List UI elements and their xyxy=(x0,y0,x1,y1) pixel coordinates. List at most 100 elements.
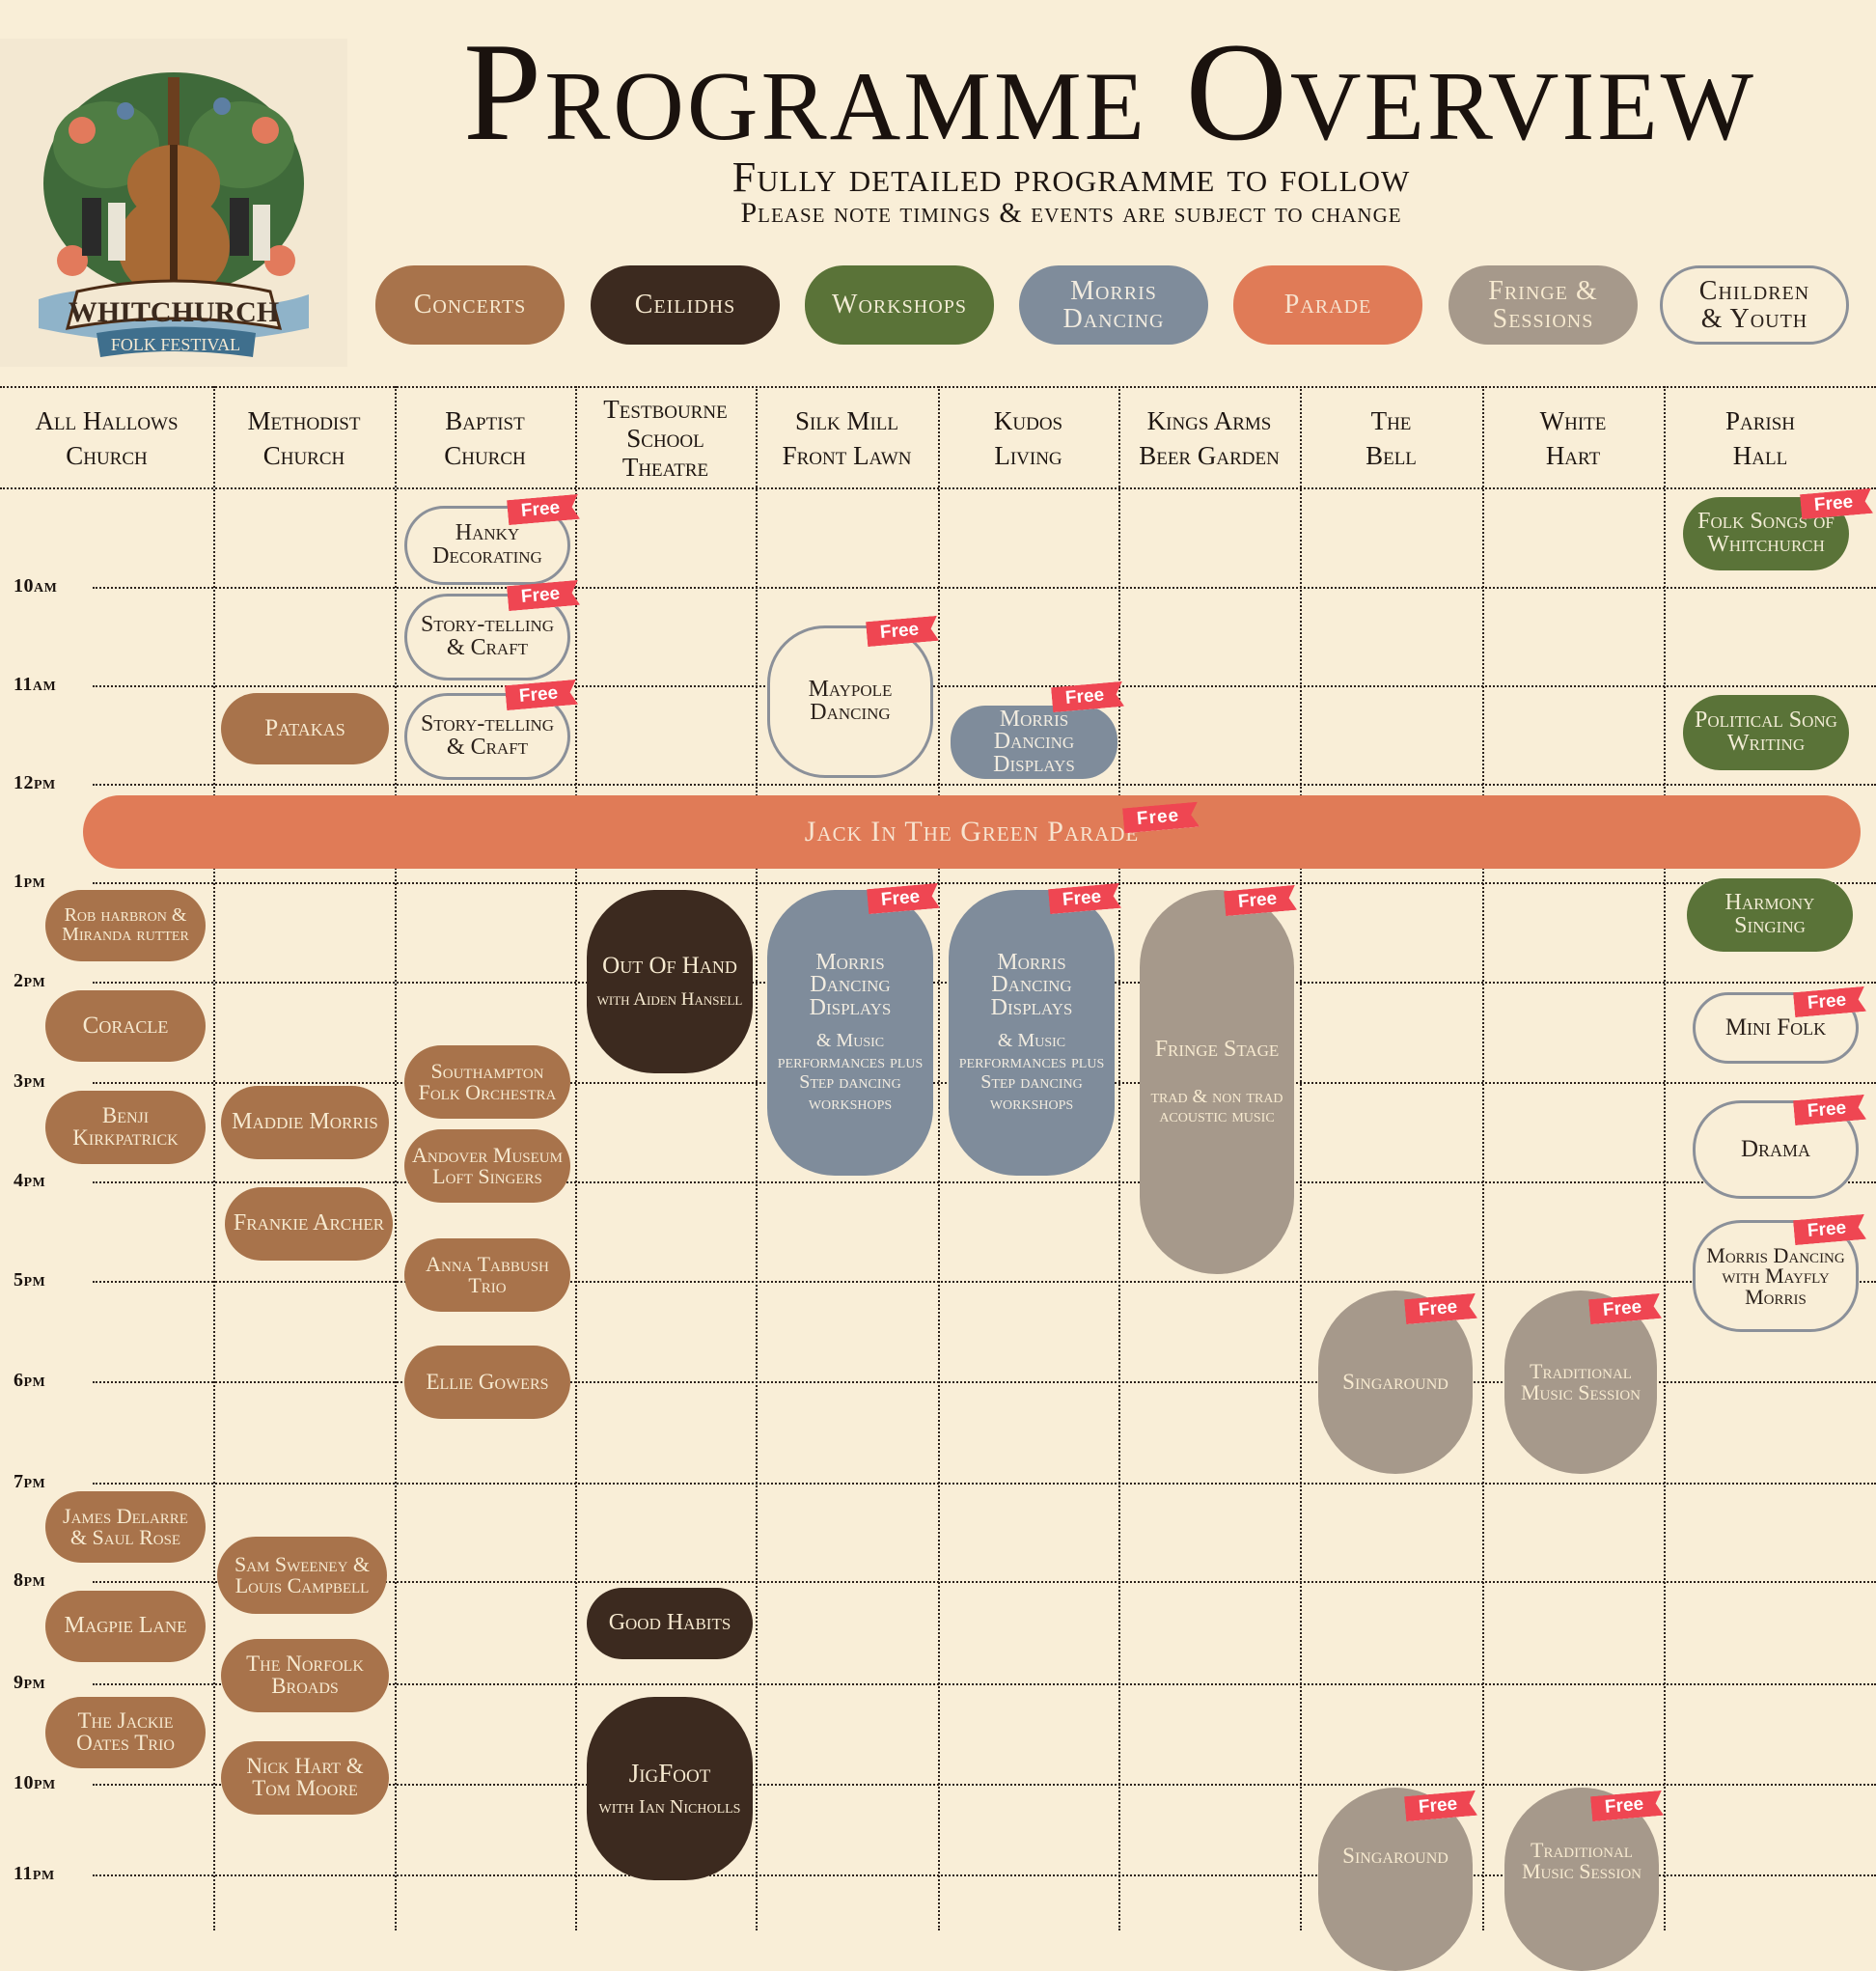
time-label: 9pm xyxy=(14,1672,46,1693)
time-label: 6pm xyxy=(14,1370,46,1391)
event-political-song-writing[interactable]: Political Song Writing xyxy=(1683,695,1849,770)
grid-hour-line xyxy=(93,1581,1876,1583)
event-singaround[interactable]: Singaround Free xyxy=(1318,1291,1473,1474)
legend-parade: Parade xyxy=(1233,265,1422,345)
event-morris-dancing-music-workshops[interactable]: Morris Dancing Displays & Music performa… xyxy=(767,890,933,1176)
grid-column-line xyxy=(1118,386,1120,1930)
time-label: 8pm xyxy=(14,1569,46,1591)
free-badge: Free xyxy=(867,883,940,914)
event-coracle[interactable]: Coracle xyxy=(45,990,206,1062)
legend-concerts: Concerts xyxy=(375,265,565,345)
free-badge: Free xyxy=(507,494,580,525)
event-harmony-singing[interactable]: Harmony Singing xyxy=(1687,878,1853,952)
event-patakas[interactable]: Patakas xyxy=(221,693,389,764)
time-label: 7pm xyxy=(14,1471,46,1492)
grid-column-line xyxy=(1482,386,1484,1930)
event-maddie-morris[interactable]: Maddie Morris xyxy=(221,1086,389,1159)
free-badge: Free xyxy=(1800,488,1873,519)
event-mini-folk[interactable]: Mini Folk Free xyxy=(1693,992,1859,1064)
event-morris-dancing-with-mayfly-morris[interactable]: Morris Dancing with Mayfly Morris Free xyxy=(1693,1220,1859,1332)
grid-hour-line xyxy=(93,685,1876,687)
event-the-norfolk-broads[interactable]: The Norfolk Broads xyxy=(221,1639,389,1712)
grid-hour-line xyxy=(93,1181,1876,1183)
time-label: 1pm xyxy=(14,871,46,892)
event-frankie-archer[interactable]: Frankie Archer xyxy=(225,1187,393,1261)
event-maypole-dancing[interactable]: Maypole Dancing Free xyxy=(767,625,933,778)
event-southampton-folk-orchestra[interactable]: Southampton Folk Orchestra xyxy=(404,1045,570,1119)
event-sam-sweeney-louis-campbell[interactable]: Sam Sweeney & Louis Campbell xyxy=(217,1537,387,1614)
event-storytelling-craft[interactable]: Story-telling & Craft Free xyxy=(404,693,570,780)
time-label: 5pm xyxy=(14,1269,46,1291)
grid-hour-line xyxy=(93,1281,1876,1283)
event-morris-dancing-music-workshops[interactable]: Morris Dancing Displays & Music performa… xyxy=(949,890,1115,1176)
event-traditional-music-session[interactable]: Traditional Music Session Free xyxy=(1504,1291,1657,1474)
grid-hour-line xyxy=(93,1683,1876,1685)
event-the-jackie-oates-trio[interactable]: The Jackie Oates Trio xyxy=(45,1697,206,1768)
free-badge: Free xyxy=(1048,883,1121,914)
page-subtitle: Fully detailed programme to follow xyxy=(731,153,1411,201)
free-badge: Free xyxy=(1224,885,1297,916)
grid-column-line xyxy=(395,386,397,1930)
time-label: 10pm xyxy=(14,1772,56,1793)
event-storytelling-craft[interactable]: Story-telling & Craft Free xyxy=(404,594,570,680)
free-badge: Free xyxy=(1404,1791,1477,1821)
grid-hour-line xyxy=(93,882,1876,884)
grid-hour-line xyxy=(93,587,1876,589)
free-badge: Free xyxy=(1588,1293,1662,1324)
free-badge: Free xyxy=(1590,1791,1664,1821)
event-rob-harbron-miranda-rutter[interactable]: Rob harbron & Miranda rutter xyxy=(45,890,206,961)
free-badge: Free xyxy=(1793,1214,1866,1245)
grid-column-line xyxy=(1664,386,1666,1930)
grid-hour-line xyxy=(93,1784,1876,1786)
free-badge: Free xyxy=(505,680,578,710)
legend-children-youth: Children& Youth xyxy=(1660,265,1849,345)
grid-column-line xyxy=(938,386,940,1930)
time-label: 11am xyxy=(14,674,57,695)
event-ellie-gowers[interactable]: Ellie Gowers xyxy=(404,1346,570,1419)
free-badge: Free xyxy=(866,616,939,647)
event-folk-songs-of-whitchurch[interactable]: Folk Songs of Whitchurch Free xyxy=(1683,497,1849,570)
legend-ceilidhs: Ceilidhs xyxy=(591,265,780,345)
legend-workshops: Workshops xyxy=(805,265,994,345)
grid-column-line xyxy=(1300,386,1302,1930)
event-singaround[interactable]: Singaround Free xyxy=(1318,1788,1473,1971)
free-badge: Free xyxy=(1793,986,1866,1017)
event-nick-hart-tom-moore[interactable]: Nick Hart & Tom Moore xyxy=(221,1741,389,1815)
free-badge: Free xyxy=(1793,1095,1866,1125)
event-andover-museum-loft-singers[interactable]: Andover Museum Loft Singers xyxy=(404,1129,570,1203)
grid-hour-line xyxy=(93,1483,1876,1485)
event-magpie-lane[interactable]: Magpie Lane xyxy=(45,1591,206,1662)
event-traditional-music-session[interactable]: Traditional Music Session Free xyxy=(1504,1788,1659,1971)
event-morris-dancing-displays[interactable]: Morris Dancing Displays Free xyxy=(951,706,1117,779)
grid-hour-line xyxy=(93,784,1876,786)
event-fringe-stage[interactable]: Fringe Stage trad & non trad acoustic mu… xyxy=(1140,890,1294,1274)
grid-column-line xyxy=(575,386,577,1930)
time-label: 12pm xyxy=(14,772,56,793)
time-label: 10am xyxy=(14,575,58,597)
free-badge: Free xyxy=(1122,802,1200,834)
time-label: 11pm xyxy=(14,1863,55,1884)
event-benji-kirkpatrick[interactable]: Benji Kirkpatrick xyxy=(45,1091,206,1164)
event-good-habits[interactable]: Good Habits xyxy=(587,1588,753,1659)
event-hanky-decorating[interactable]: Hanky Decorating Free xyxy=(404,506,570,585)
page-title: Programme Overview xyxy=(463,14,1756,170)
event-out-of-hand[interactable]: Out Of Hand with Aiden Hansell xyxy=(587,890,753,1073)
time-label: 4pm xyxy=(14,1170,46,1191)
event-jigfoot[interactable]: JigFoot with Ian Nicholls xyxy=(587,1697,753,1880)
event-james-delarre-saul-rose[interactable]: James Delarre & Saul Rose xyxy=(45,1491,206,1563)
event-jack-in-the-green-parade[interactable]: Jack In The Green Parade Free xyxy=(83,795,1861,869)
event-drama[interactable]: Drama Free xyxy=(1693,1100,1859,1199)
legend-fringe-sessions: Fringe &Sessions xyxy=(1448,265,1638,345)
grid-hour-line xyxy=(93,1381,1876,1383)
festival-logo: WHITCHURCH FOLK FESTIVAL xyxy=(0,39,347,367)
event-anna-tabbush-trio[interactable]: Anna Tabbush Trio xyxy=(404,1238,570,1312)
change-notice: Please note timings & events are subject… xyxy=(740,197,1402,229)
